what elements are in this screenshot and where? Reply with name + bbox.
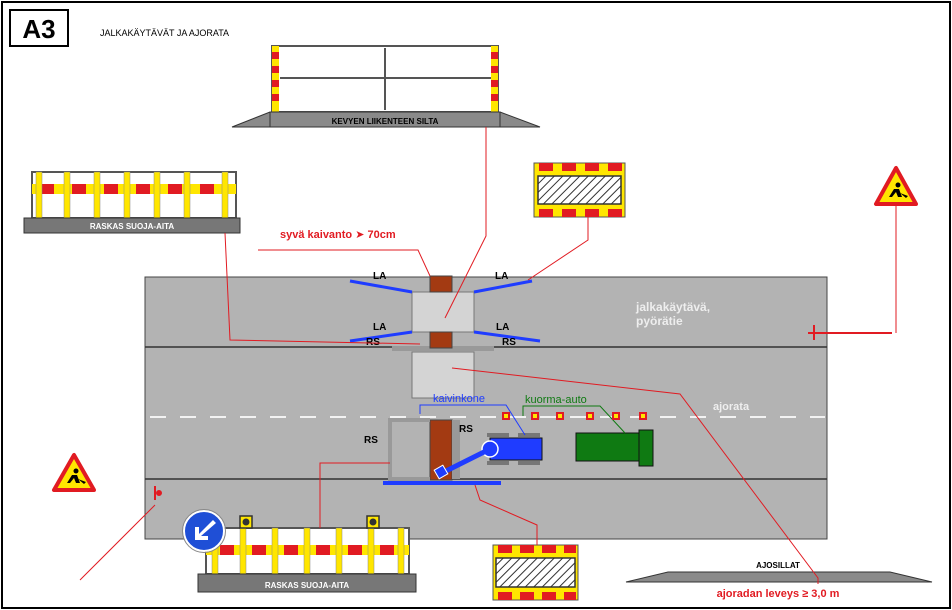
la-label-1: LA [373,271,386,282]
rs-barrier-frame [388,418,430,481]
rs-barrier-right [452,420,460,479]
excavator-leader [419,404,526,436]
rs-label-4: RS [459,424,473,435]
plan-code-box [9,9,69,47]
la-label-2: LA [495,271,508,282]
roadway [144,346,828,480]
fence-bottom-leader [319,462,390,528]
barrier-board-top [533,162,626,218]
heavy-fence-bottom [197,527,417,593]
sidewalk-top [144,276,828,348]
truck [575,429,654,467]
sign-post-right [808,325,892,340]
excavator-label: kaivinkone [433,393,485,405]
trench-top [429,275,453,293]
sign-left-leader [79,504,156,581]
fence-top-leader [224,232,421,345]
rs-label-3: RS [364,435,378,446]
excavator [433,433,543,480]
sidewalk-label: jalkakäytävä, [635,300,710,314]
sign-post-left [154,486,162,500]
bikeway-label: pyörätie [636,314,683,328]
road-plates-label: AJOSILLAT [756,561,800,570]
roadwork-sign-left-icon [52,453,96,492]
barrier-blue-bottom [383,481,501,485]
bridge-label: KEVYEN LIIKENTEEN SILTA [332,117,439,126]
fence-bottom-label: RASKAS SUOJA-AITA [265,581,350,590]
plan-title: JALKAKÄYTÄVÄT JA AJORATA [100,28,229,38]
deep-trench-label: syvä kaivanto ➤ 70cm [280,229,396,241]
bridge-leader [444,127,487,319]
board-bottom-leader [474,484,538,545]
roadwork-sign-right-icon [874,166,918,206]
barrier-board-bottom [492,544,579,601]
la-label-4: LA [496,322,509,333]
road-width-label: ajoradan leveys ≥ 3,0 m [717,588,840,600]
roadway-label: ajorata [713,401,750,413]
rs-label-1: RS [366,337,380,348]
heavy-fence-top [23,171,241,234]
road-width-leader [451,367,819,584]
la-guides [349,279,541,343]
board-top-leader [527,217,589,281]
road-plates-shape [625,571,933,583]
warning-lamp-left-icon [239,515,253,529]
fence-top-label: RASKAS SUOJA-AITA [90,222,175,231]
warning-lamp-right-icon [366,515,380,529]
trench-mid [429,331,453,349]
pedestrian-bridge [231,45,541,128]
plan-code: A3 [22,14,55,44]
walkway-bridge-plate [411,291,475,333]
road-plate [411,351,475,399]
truck-label: kuorma-auto [525,394,587,406]
deep-trench-leader [258,249,431,277]
road-area [144,276,828,540]
la-label-3: LA [373,322,386,333]
keep-left-sign-icon [182,509,226,553]
rs-label-2: RS [502,337,516,348]
warning-lights [502,412,647,420]
